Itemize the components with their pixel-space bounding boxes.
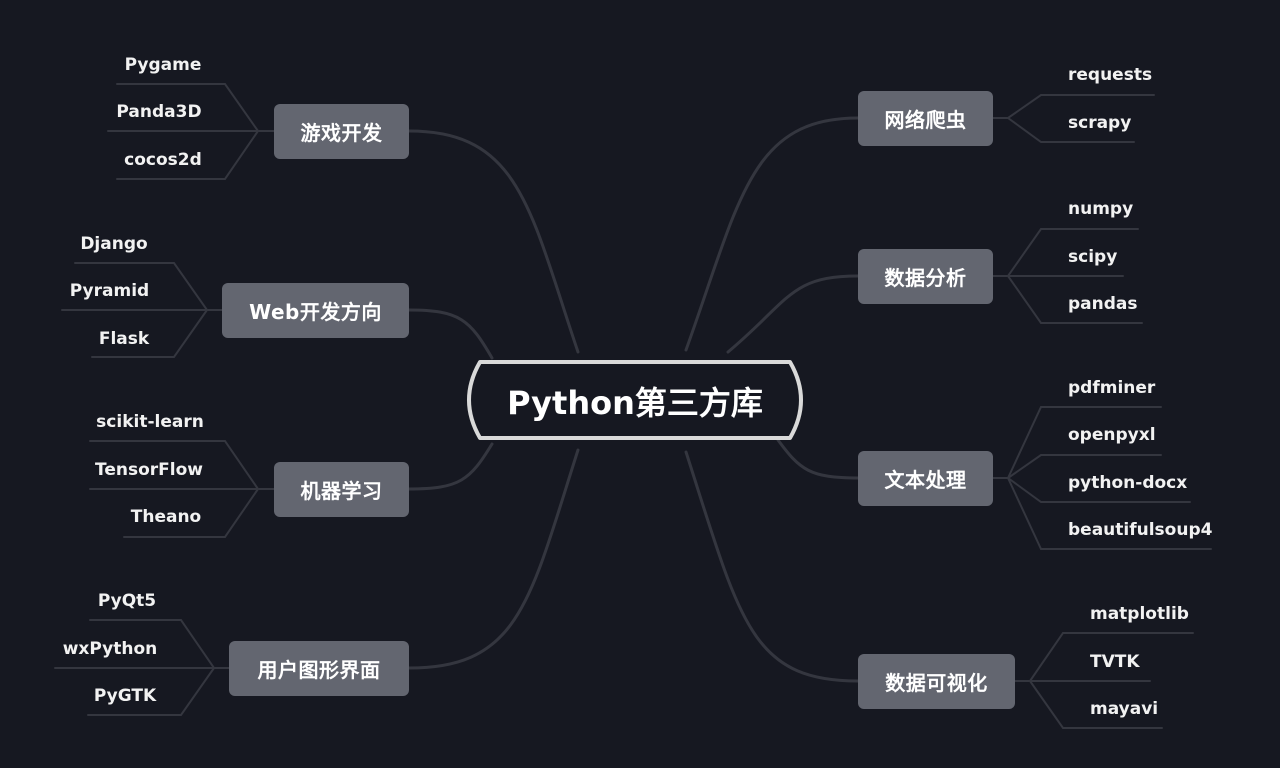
leaf-tvtk[interactable]: TVTK xyxy=(1090,652,1140,672)
leaf-python-docx[interactable]: python-docx xyxy=(1068,473,1188,493)
leaf-pdfminer[interactable]: pdfminer xyxy=(1068,378,1156,398)
connector-central-game xyxy=(407,129,580,354)
central-node-shape xyxy=(467,360,803,440)
connector-central-web xyxy=(407,308,494,360)
leaf-pygtk[interactable]: PyGTK xyxy=(93,686,157,706)
leaf-matplotlib[interactable]: matplotlib xyxy=(1090,604,1189,624)
leaf-pyqt5[interactable]: PyQt5 xyxy=(97,591,157,611)
leaf-scikit-learn[interactable]: scikit-learn xyxy=(96,412,204,432)
topic-data-analysis[interactable]: 数据分析 xyxy=(858,249,993,304)
connector-central-text xyxy=(776,438,860,480)
connector-central-analysis xyxy=(726,274,860,354)
topic-data-visualization[interactable]: 数据可视化 xyxy=(858,654,1015,709)
leaf-wxpython[interactable]: wxPython xyxy=(62,639,158,659)
topic-web-dev[interactable]: Web开发方向 xyxy=(222,283,409,338)
leaf-django[interactable]: Django xyxy=(80,234,148,254)
connector-central-ml xyxy=(407,442,494,491)
topic-game-dev[interactable]: 游戏开发 xyxy=(274,104,409,159)
leaf-pandas[interactable]: pandas xyxy=(1068,294,1138,314)
connector-central-gui xyxy=(407,448,580,670)
leaf-theano[interactable]: Theano xyxy=(130,507,202,527)
leaf-panda3d[interactable]: Panda3D xyxy=(116,102,202,122)
leaf-pyramid[interactable]: Pyramid xyxy=(69,281,150,301)
leaf-flask[interactable]: Flask xyxy=(98,329,150,349)
topic-text-processing[interactable]: 文本处理 xyxy=(858,451,993,506)
topic-gui[interactable]: 用户图形界面 xyxy=(229,641,409,696)
leaf-beautifulsoup4[interactable]: beautifulsoup4 xyxy=(1068,520,1213,540)
connector-central-crawler xyxy=(684,116,860,352)
leaf-requests[interactable]: requests xyxy=(1068,65,1153,85)
leaf-scrapy[interactable]: scrapy xyxy=(1068,113,1132,133)
central-topic[interactable]: Python第三方库 xyxy=(507,384,763,422)
leaf-cocos2d[interactable]: cocos2d xyxy=(124,150,202,170)
leaf-scipy[interactable]: scipy xyxy=(1068,247,1118,267)
connector-central-viz xyxy=(684,450,860,683)
topic-web-crawler[interactable]: 网络爬虫 xyxy=(858,91,993,146)
topic-machine-learning[interactable]: 机器学习 xyxy=(274,462,409,517)
leaf-openpyxl[interactable]: openpyxl xyxy=(1068,425,1156,445)
leaf-tensorflow[interactable]: TensorFlow xyxy=(95,460,203,480)
leaf-pygame[interactable]: Pygame xyxy=(124,55,202,75)
leaf-numpy[interactable]: numpy xyxy=(1068,199,1134,219)
leaf-mayavi[interactable]: mayavi xyxy=(1090,699,1159,719)
